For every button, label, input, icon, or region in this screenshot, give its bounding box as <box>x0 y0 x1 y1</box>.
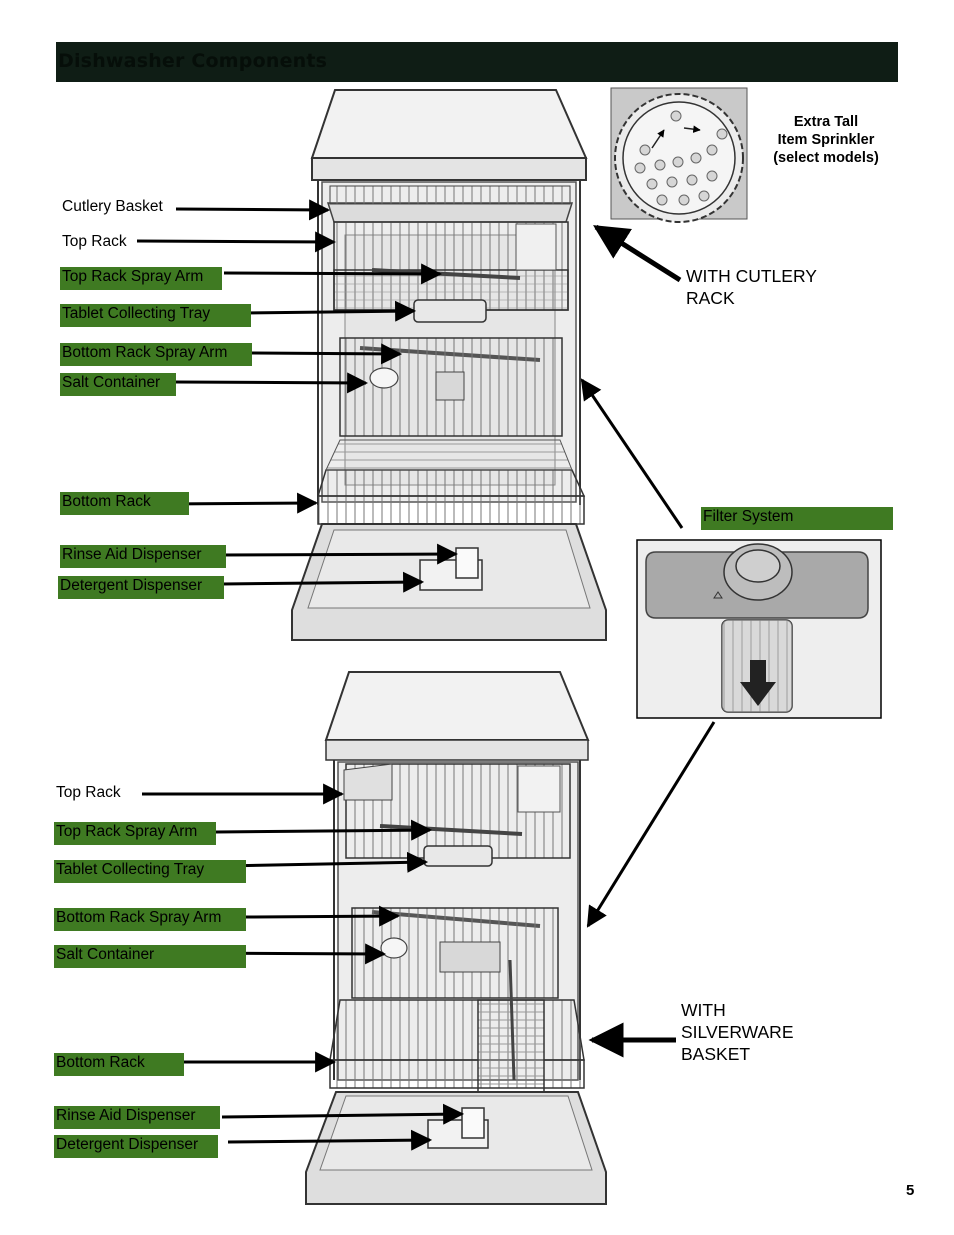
label-top-rack-spray-arm: Top Rack Spray Arm <box>60 267 222 290</box>
label-salt-container: Salt Container <box>60 373 176 396</box>
section-title-bar: Dishwasher Components <box>56 42 898 82</box>
filter-arrow-top <box>580 378 684 529</box>
sprinkler-caption: Extra Tall Item Sprinkler (select models… <box>773 114 879 166</box>
label-top-rack-spray-arm-2: Top Rack Spray Arm <box>54 822 216 845</box>
page-number: 5 <box>906 1182 915 1199</box>
label-filter-system: Filter System <box>701 507 893 530</box>
filter-arrow-bottom <box>586 721 716 928</box>
label-bottom-rack: Bottom Rack <box>60 492 189 515</box>
label-rinse-aid-dispenser: Rinse Aid Dispenser <box>60 545 226 568</box>
dishwasher-silverware-basket-drawing <box>305 671 607 1205</box>
label-bottom-rack-spray-arm: Bottom Rack Spray Arm <box>60 343 252 366</box>
label-bottom-rack-spray-arm-2: Bottom Rack Spray Arm <box>54 908 246 931</box>
sprinkler-pointer-arrow <box>593 224 682 283</box>
label-tablet-collecting-tray-2: Tablet Collecting Tray <box>54 860 246 883</box>
variant-note-silverware-basket: WITH SILVERWARE BASKET <box>681 1000 794 1064</box>
dishwasher-cutlery-rack-drawing <box>291 89 607 641</box>
label-top-rack-2: Top Rack <box>56 784 121 801</box>
top-diagram-callout-arrows <box>136 199 459 593</box>
label-top-rack: Top Rack <box>62 233 127 250</box>
label-tablet-collecting-tray: Tablet Collecting Tray <box>60 304 251 327</box>
label-cutlery-basket: Cutlery Basket <box>62 198 163 215</box>
label-detergent-dispenser-2: Detergent Dispenser <box>54 1135 218 1158</box>
bottom-diagram-callout-arrows <box>142 783 465 1151</box>
page-title: Dishwasher Components <box>58 50 328 72</box>
label-salt-container-2: Salt Container <box>54 945 246 968</box>
variant-note-cutlery-rack: WITH CUTLERY RACK <box>686 266 817 308</box>
filter-system-inset <box>636 539 882 719</box>
label-detergent-dispenser: Detergent Dispenser <box>58 576 224 599</box>
label-bottom-rack-2: Bottom Rack <box>54 1053 184 1076</box>
sprinkler-inset <box>610 87 748 223</box>
label-rinse-aid-dispenser-2: Rinse Aid Dispenser <box>54 1106 220 1129</box>
